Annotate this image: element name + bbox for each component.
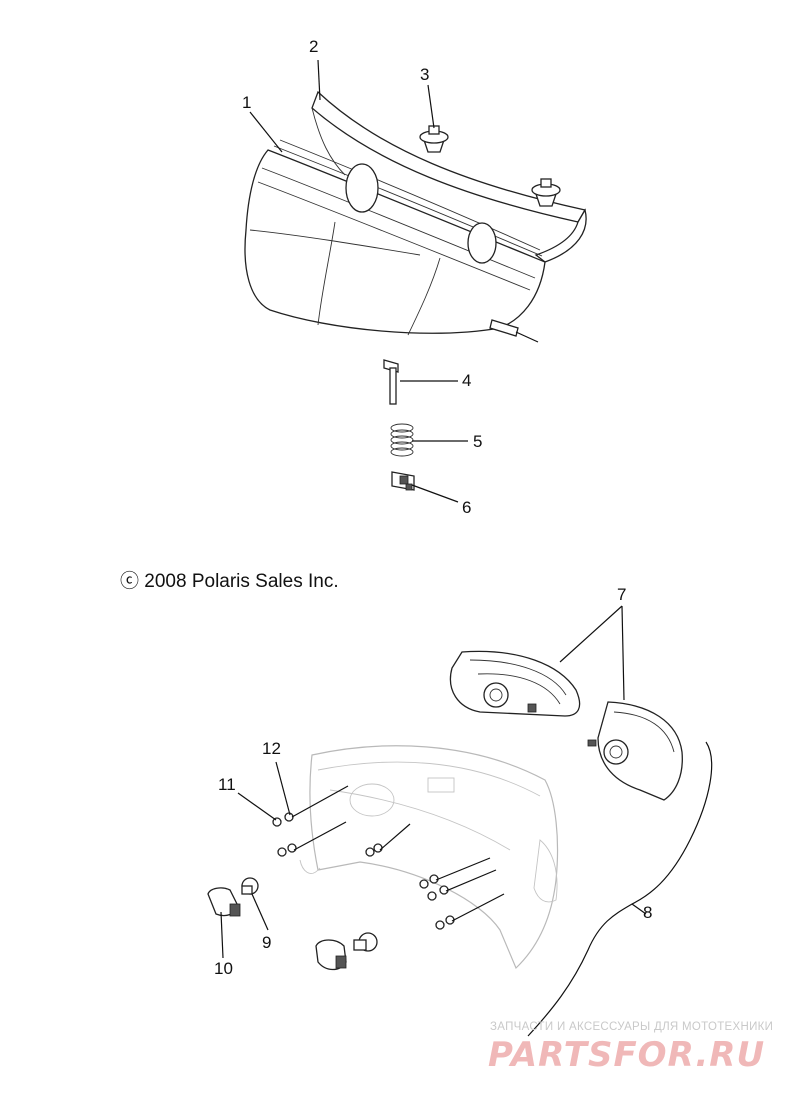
callout-12: 12 <box>262 739 281 758</box>
leader-lines-upper <box>249 59 468 503</box>
callout-9: 9 <box>262 933 271 952</box>
copyright-notice: ⓒ 2008 Polaris Sales Inc. <box>120 570 339 592</box>
leader-lines-lower <box>220 605 647 959</box>
callout-7: 7 <box>617 585 626 604</box>
adjuster-spring <box>390 423 414 457</box>
callout-8: 8 <box>643 903 652 922</box>
hood-shell <box>299 745 559 970</box>
callout-3: 3 <box>420 65 429 84</box>
callout-2: 2 <box>309 37 318 56</box>
watermark-brand: PARTSFOR.RU <box>488 1035 765 1075</box>
nuts-and-washers <box>272 812 455 930</box>
callout-4: 4 <box>462 371 471 390</box>
headlight-bulb <box>419 125 561 207</box>
adjuster-pin <box>383 359 399 405</box>
callout-11: 11 <box>218 775 236 794</box>
callout-1: 1 <box>242 93 251 112</box>
bulb-socket-left <box>207 877 259 917</box>
callout-5: 5 <box>473 432 482 451</box>
adjuster-clip <box>391 471 415 491</box>
callout-6: 6 <box>462 498 471 517</box>
group-bracket-8 <box>527 741 713 1037</box>
headlight-right <box>587 701 683 801</box>
callout-10: 10 <box>214 959 233 978</box>
bulb-socket-right <box>315 932 378 971</box>
watermark-tagline: ЗАПЧАСТИ И АКСЕССУАРЫ ДЛЯ МОТОТЕХНИКИ <box>490 1021 773 1033</box>
headlight-assembly <box>244 90 587 343</box>
headlight-left <box>449 650 581 717</box>
